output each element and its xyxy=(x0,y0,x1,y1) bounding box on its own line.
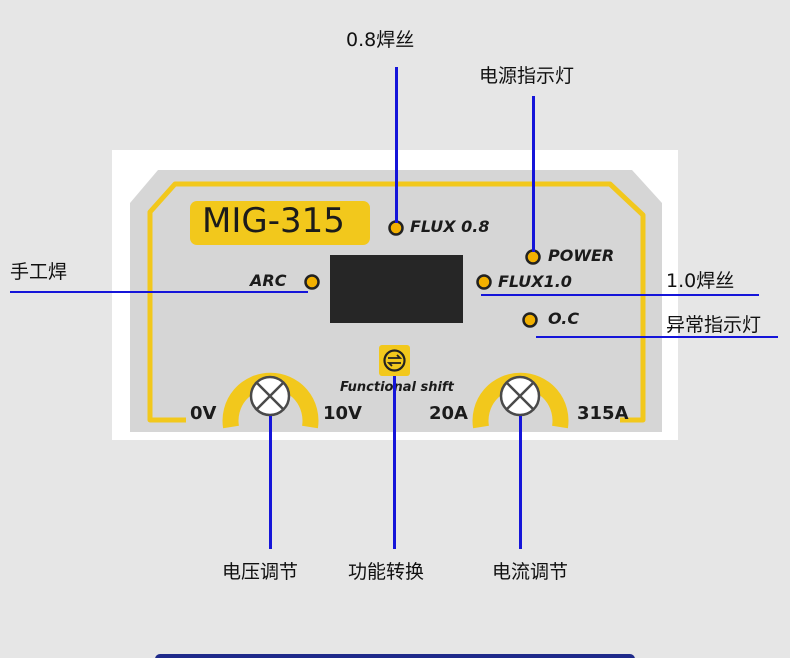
leader-voltage xyxy=(269,416,272,549)
voltage-max-label: 10V xyxy=(323,403,362,424)
model-label: MIG-315 xyxy=(202,201,345,241)
callout-current-adjust: 电流调节 xyxy=(492,561,569,583)
leader-current xyxy=(519,416,522,549)
callout-function-switch: 功能转换 xyxy=(348,561,425,583)
current-max-label: 315A xyxy=(577,403,629,424)
callout-voltage-adjust: 电压调节 xyxy=(222,561,299,583)
callout-wire08: 0.8焊丝 xyxy=(346,29,415,51)
callout-wire10: 1.0焊丝 xyxy=(666,270,735,292)
callout-manual-weld: 手工焊 xyxy=(10,261,68,283)
knob-cross-icon xyxy=(256,382,284,410)
leader-fault xyxy=(536,336,778,338)
arc-label: ARC xyxy=(250,271,287,290)
oc-label: O.C xyxy=(548,309,580,328)
leader-manual-weld xyxy=(10,291,308,293)
power-label: POWER xyxy=(548,246,615,265)
led-indicator-icon xyxy=(476,274,492,290)
callout-fault-light: 异常指示灯 xyxy=(666,314,762,336)
flux10-label: FLUX1.0 xyxy=(498,272,572,291)
digital-display xyxy=(330,255,463,323)
led-indicator-icon xyxy=(522,312,538,328)
leader-power xyxy=(532,96,535,252)
current-knob[interactable] xyxy=(472,372,569,429)
led-indicator-icon xyxy=(525,249,541,265)
knob-cross-icon xyxy=(506,382,534,410)
leader-function xyxy=(393,376,396,549)
faceplate-outline xyxy=(147,181,646,423)
leader-wire10 xyxy=(481,294,759,296)
model-badge xyxy=(190,201,370,245)
function-switch-icon[interactable] xyxy=(379,345,410,376)
led-indicator-icon xyxy=(388,220,404,236)
bottom-bar xyxy=(155,654,635,658)
leader-wire08 xyxy=(395,67,398,223)
led-indicator-icon xyxy=(304,274,320,290)
voltage-min-label: 0V xyxy=(190,403,217,424)
flux08-label: FLUX 0.8 xyxy=(410,217,490,236)
function-shift-label: Functional shift xyxy=(340,380,454,395)
voltage-knob[interactable] xyxy=(222,372,319,429)
current-min-label: 20A xyxy=(429,403,468,424)
callout-power-light: 电源指示灯 xyxy=(479,65,575,87)
